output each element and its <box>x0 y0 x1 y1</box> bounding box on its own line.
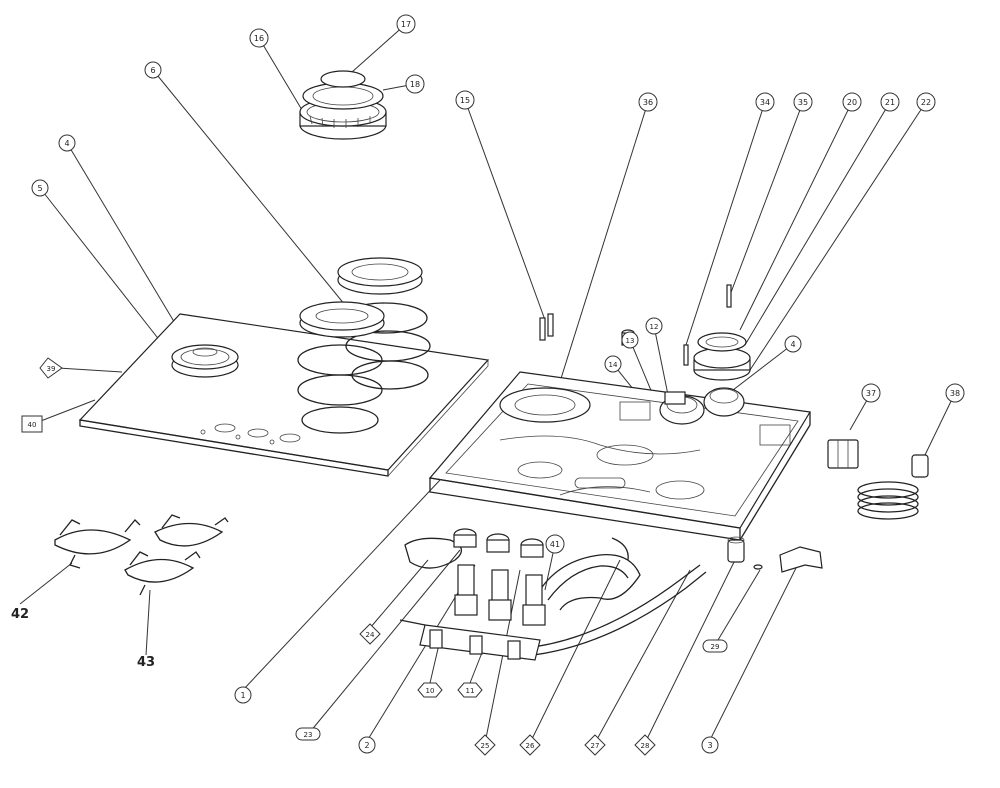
callout-label: 11 <box>466 687 475 695</box>
ignition-electrodes <box>539 284 732 366</box>
callout-label: 1 <box>240 691 245 700</box>
callout-label: 23 <box>304 731 313 739</box>
callout-23: 23 <box>295 727 321 741</box>
callout-42: 42 <box>11 607 29 622</box>
pan-supports <box>54 514 229 596</box>
callout-35: 35 <box>793 92 813 112</box>
callout-label: 26 <box>526 742 535 750</box>
callout-1: 1 <box>234 686 252 704</box>
callout-label: 36 <box>643 98 653 107</box>
callout-label: 21 <box>885 98 895 107</box>
callout-2: 2 <box>358 736 376 754</box>
callout-43: 43 <box>137 655 155 670</box>
callout-38: 38 <box>945 383 965 403</box>
callout-22: 22 <box>916 92 936 112</box>
callout-label: 15 <box>460 96 470 105</box>
callout-label: 6 <box>150 66 155 75</box>
callout-21: 21 <box>880 92 900 112</box>
callout-label: 25 <box>481 742 490 750</box>
callout-17: 17 <box>396 14 416 34</box>
callout-41: 41 <box>545 534 565 554</box>
callout-label: 18 <box>410 80 420 89</box>
callout-18: 18 <box>405 74 425 94</box>
callout-label: 20 <box>847 98 857 107</box>
callout-12: 12 <box>645 317 663 335</box>
callout-label: 40 <box>28 421 37 429</box>
callout-label: 38 <box>950 389 960 398</box>
callout-label: 37 <box>866 389 876 398</box>
callout-label: 41 <box>550 540 560 549</box>
callout-28: 28 <box>634 734 656 756</box>
gas-inlet-parts <box>727 536 823 573</box>
callout-label: 17 <box>401 20 411 29</box>
callout-24: 24 <box>359 623 381 645</box>
callout-10: 10 <box>417 682 443 698</box>
callout-11: 11 <box>457 682 483 698</box>
electrical-parts <box>827 439 929 520</box>
callout-34: 34 <box>755 92 775 112</box>
callout-label: 39 <box>47 365 56 373</box>
callout-label: 28 <box>641 742 650 750</box>
callout-4-right: 4 <box>784 335 802 353</box>
hob-base-tray <box>428 371 811 541</box>
callout-25: 25 <box>474 734 496 756</box>
callout-label: 29 <box>711 643 720 651</box>
gas-valves-and-pipes <box>399 528 707 661</box>
callout-3: 3 <box>701 736 719 754</box>
callout-27: 27 <box>584 734 606 756</box>
callout-label: 22 <box>921 98 931 107</box>
callout-5: 5 <box>31 179 49 197</box>
glass-top-plate <box>78 313 490 477</box>
callout-label: 5 <box>37 184 42 193</box>
callout-label: 12 <box>650 323 659 331</box>
burner-cap-rings <box>297 257 431 434</box>
callout-label: 35 <box>798 98 808 107</box>
callout-14: 14 <box>604 355 622 373</box>
callout-label: 27 <box>591 742 600 750</box>
callout-13: 13 <box>621 331 639 349</box>
callout-15: 15 <box>455 90 475 110</box>
top-burner-assembly <box>299 70 387 140</box>
callout-label: 10 <box>426 687 435 695</box>
callout-label: 42 <box>11 607 29 622</box>
callout-36: 36 <box>638 92 658 112</box>
callout-label: 43 <box>137 655 155 670</box>
callout-37: 37 <box>861 383 881 403</box>
right-burner-assembly <box>693 332 751 381</box>
callout-label: 2 <box>364 741 369 750</box>
callout-label: 16 <box>254 34 264 43</box>
callout-29: 29 <box>702 639 728 653</box>
callout-label: 3 <box>707 741 712 750</box>
callout-label: 13 <box>626 337 635 345</box>
control-knob-holes <box>200 423 301 445</box>
callout-label: 4 <box>64 139 69 148</box>
callout-40: 40 <box>21 415 43 433</box>
callout-tags: 17 16 18 6 4 5 39 40 15 36 34 35 20 21 2… <box>11 14 965 756</box>
leader-lines <box>19 23 956 744</box>
callout-39: 39 <box>39 357 63 379</box>
callout-label: 24 <box>366 631 375 639</box>
callout-16: 16 <box>249 28 269 48</box>
callout-label: 14 <box>609 361 618 369</box>
callout-4-top: 4 <box>58 134 76 152</box>
callout-6: 6 <box>144 61 162 79</box>
callout-26: 26 <box>519 734 541 756</box>
callout-label: 34 <box>760 98 770 107</box>
callout-20: 20 <box>842 92 862 112</box>
callout-label: 4 <box>790 340 795 349</box>
